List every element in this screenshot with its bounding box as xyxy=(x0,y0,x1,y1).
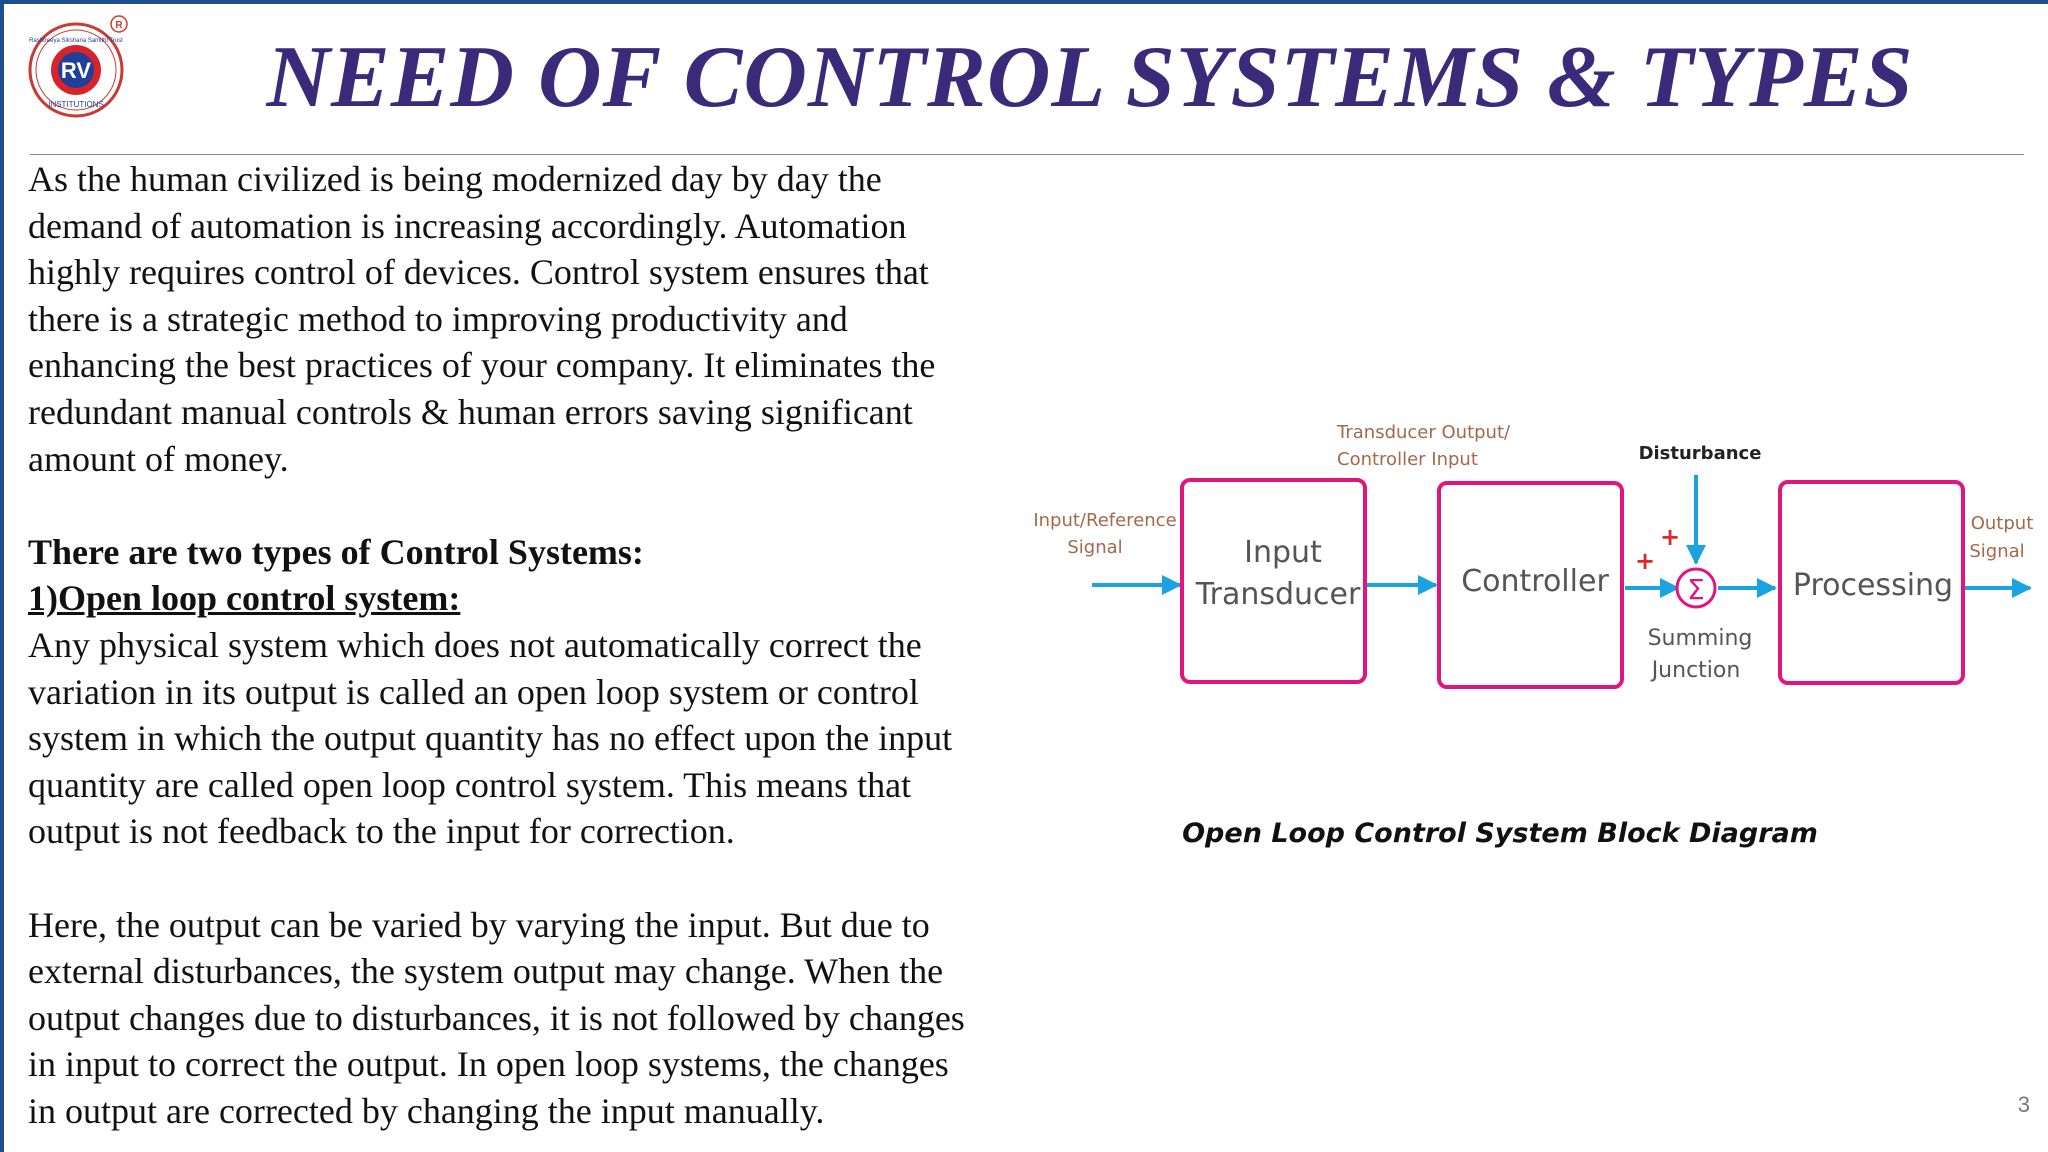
intro-line: As the human civilized is being moderniz… xyxy=(28,159,882,199)
input-transducer-label: Input xyxy=(1244,535,1322,570)
intro-line: amount of money. xyxy=(28,438,289,479)
title-divider xyxy=(30,154,2024,155)
disturbance-label: Disturbance xyxy=(1639,443,1762,464)
definition-line: system in which the output quantity has … xyxy=(28,718,953,759)
transducer-output-label: Controller Input xyxy=(1337,449,1478,470)
intro-line: highly requires control of devices. Cont… xyxy=(28,252,929,293)
processing-block xyxy=(1778,480,1965,685)
intro-line: enhancing the best practices of your com… xyxy=(28,345,936,386)
input-transducer-block xyxy=(1180,478,1367,684)
summing-junction-label: Summing xyxy=(1648,626,1753,651)
logo-initials: RV xyxy=(61,58,91,83)
output-signal-label: Output xyxy=(1971,513,2034,534)
disturbance-plus-sign: + xyxy=(1660,523,1680,551)
transducer-output-label: Transducer Output/ xyxy=(1336,422,1511,443)
explanation-line: output changes due to disturbances, it i… xyxy=(28,997,965,1038)
intro-line: demand of automation is increasing accor… xyxy=(28,205,907,246)
diagram-caption: Open Loop Control System Block Diagram xyxy=(1182,818,1818,849)
logo-ring-text: Rashtreeya Sikshana Samithi Trust xyxy=(29,38,123,44)
processing-label: Processing xyxy=(1793,568,1953,603)
intro-line: there is a strategic method to improving… xyxy=(28,298,848,339)
registered-mark: R xyxy=(115,20,123,31)
definition-line: variation in its output is called an ope… xyxy=(28,671,919,712)
controller-plus-sign: + xyxy=(1635,547,1655,575)
summing-symbol: Σ xyxy=(1687,573,1705,606)
page-number: 3 xyxy=(2017,1092,2030,1117)
controller-label: Controller xyxy=(1461,564,1609,599)
intro-line: redundant manual controls & human errors… xyxy=(28,391,913,432)
definition-line: quantity are called open loop control sy… xyxy=(28,764,912,805)
output-signal-label: Signal xyxy=(1969,541,2024,562)
controller-block xyxy=(1437,481,1624,689)
definition-line: output is not feedback to the input for … xyxy=(28,811,735,852)
explanation-line: in output are corrected by changing the … xyxy=(28,1090,825,1131)
definition-line: Any physical system which does not autom… xyxy=(28,624,922,665)
open-loop-heading: 1)Open loop control system: xyxy=(28,578,461,619)
explanation-line: Here, the output can be varied by varyin… xyxy=(28,904,930,945)
slide-title: NEED OF CONTROL SYSTEMS & TYPES xyxy=(266,29,1914,126)
slide-body: As the human civilized is being moderniz… xyxy=(28,156,1058,1134)
explanation-line: external disturbances, the system output… xyxy=(28,951,944,992)
summing-junction xyxy=(1675,567,1717,609)
summing-junction-label: Junction xyxy=(1650,658,1741,683)
rv-institutions-logo: RV Rashtreeya Sikshana Samithi Trust INS… xyxy=(28,15,128,118)
input-signal-label: Input/Reference xyxy=(1033,510,1176,531)
input-transducer-label: Transducer xyxy=(1195,577,1361,612)
open-loop-block-diagram: Input/Reference Signal Transducer Output… xyxy=(1033,422,2034,689)
input-signal-label: Signal xyxy=(1067,537,1122,558)
explanation-line: in input to correct the output. In open … xyxy=(28,1044,949,1085)
logo-bottom-text: INSTITUTIONS xyxy=(48,100,104,109)
types-heading: There are two types of Control Systems: xyxy=(28,531,644,572)
